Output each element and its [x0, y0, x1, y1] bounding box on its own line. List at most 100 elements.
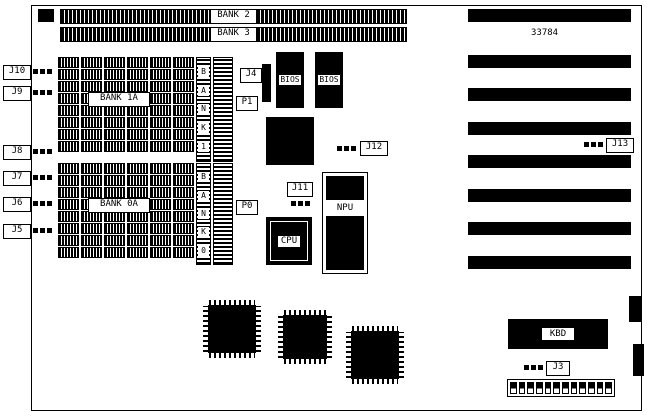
isa-slot-8: [468, 256, 631, 269]
qfp-pin-row: [209, 300, 255, 305]
ram-chip: [150, 223, 171, 234]
ram-chip: [81, 247, 102, 258]
ram-chip: [81, 187, 102, 198]
ram-chip: [81, 81, 102, 92]
connector-pins-j7: [33, 175, 52, 180]
ram-chip: [104, 163, 125, 174]
cpu-chip: CPU: [266, 217, 312, 265]
ram-chip: [104, 223, 125, 234]
qfp-body: [283, 315, 327, 359]
bank3-label: BANK 3: [210, 27, 257, 42]
j3-pins: [524, 365, 543, 370]
pin-header-cell: [553, 382, 561, 394]
ram-chip: [150, 93, 171, 104]
pin: [33, 175, 38, 180]
connector-label-j6: J6: [3, 197, 31, 212]
ram-chip: [58, 199, 79, 210]
ram-chip: [81, 141, 102, 152]
ram-chip: [173, 117, 194, 128]
pin: [40, 149, 45, 154]
pin: [33, 90, 38, 95]
ram-chip: [150, 163, 171, 174]
connector-pins-j9: [33, 90, 52, 95]
ram-chip: [173, 247, 194, 258]
isa-slot-7: [468, 222, 631, 235]
ram-chip: [127, 57, 148, 68]
qfp-chip-3: [346, 326, 404, 384]
pin-header-cell: [605, 382, 613, 394]
qfp-pin-row: [278, 316, 283, 358]
ram-chip: [104, 69, 125, 80]
ram-chip: [58, 93, 79, 104]
p1-label: P1: [236, 96, 258, 111]
ram-chip: [173, 57, 194, 68]
pin: [531, 365, 536, 370]
ram-chip: [81, 129, 102, 140]
ram-chip: [58, 141, 79, 152]
ram-chip: [173, 129, 194, 140]
ram-chip: [173, 141, 194, 152]
ram-chip: [173, 211, 194, 222]
ram-chip: [58, 105, 79, 116]
qfp-pin-row: [203, 306, 208, 352]
memory-slot-bank2: BANK 2: [60, 9, 407, 24]
ram-chip: [104, 187, 125, 198]
ram-chip: [58, 69, 79, 80]
qfp-pin-row: [399, 332, 404, 378]
ram-chip: [150, 129, 171, 140]
j12-label: J12: [360, 141, 388, 156]
j4-label: J4: [240, 68, 262, 83]
pin-header-cell: [544, 382, 552, 394]
npu-label: NPU: [336, 203, 354, 213]
connector-pins-j10: [33, 69, 52, 74]
pin: [40, 175, 45, 180]
keyboard-controller-chip: KBD: [508, 319, 608, 349]
ram-chip: [150, 105, 171, 116]
ram-chip: [104, 141, 125, 152]
isa-slot-1: [468, 9, 631, 22]
ram-chip: [173, 81, 194, 92]
connector-label-j7: J7: [3, 171, 31, 186]
pin-header: [507, 379, 615, 397]
ram-chip: [81, 69, 102, 80]
j13-label: J13: [606, 138, 634, 153]
bank0a-label: BANK 0A: [88, 198, 150, 213]
isa-slot-6: [468, 189, 631, 202]
ram-chip: [81, 57, 102, 68]
ram-chip: [150, 199, 171, 210]
ram-chip: [150, 247, 171, 258]
qfp-pin-row: [346, 332, 351, 378]
ram-chip: [81, 223, 102, 234]
cpu-label: CPU: [276, 234, 302, 248]
pin: [598, 142, 603, 147]
qfp-pin-row: [352, 379, 398, 384]
qfp-pin-row: [352, 326, 398, 331]
ram-chip: [58, 163, 79, 174]
bios1-label: BIOS: [279, 75, 301, 85]
ram-chip: [104, 175, 125, 186]
pin: [591, 142, 596, 147]
connector-pins-j5: [33, 228, 52, 233]
simm-slot-bank0-socket: [213, 163, 233, 265]
connector-label-j5: J5: [3, 224, 31, 239]
ram-chip: [104, 129, 125, 140]
kbd-label: KBD: [540, 327, 576, 341]
connector-label-j9: J9: [3, 86, 31, 101]
pin: [47, 201, 52, 206]
ram-chip: [58, 211, 79, 222]
pin: [291, 201, 296, 206]
ram-chip: [127, 81, 148, 92]
ram-chip: [58, 129, 79, 140]
ram-chip: [127, 175, 148, 186]
pin: [584, 142, 589, 147]
pin: [47, 175, 52, 180]
npu-chip-upper: [326, 176, 364, 200]
pin: [47, 90, 52, 95]
keyboard-din-connector: [629, 296, 641, 322]
ram-chip: [81, 175, 102, 186]
ram-chip: [150, 81, 171, 92]
pin-header-cell: [562, 382, 569, 394]
bios2-label: BIOS: [318, 75, 340, 85]
